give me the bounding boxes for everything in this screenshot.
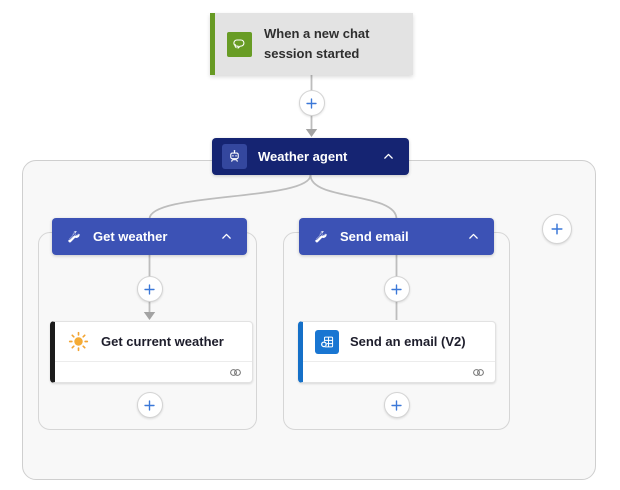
plus-icon	[391, 399, 402, 411]
card-divider	[303, 361, 495, 362]
sun-icon	[67, 330, 90, 353]
tool-node-send-email[interactable]: Send email	[299, 218, 494, 255]
tool-node-get-weather[interactable]: Get weather	[52, 218, 247, 255]
wrench-icon	[66, 229, 82, 245]
chat-icon	[227, 31, 252, 57]
robot-icon	[222, 144, 247, 169]
insert-action-button-get-weather[interactable]	[136, 276, 163, 302]
outlook-icon	[315, 329, 339, 354]
chevron-up-icon[interactable]	[377, 146, 399, 168]
add-action-button-get-weather[interactable]	[136, 392, 163, 418]
action-card-get-current-weather[interactable]: Get current weather	[50, 321, 253, 383]
action-card-main: Send an email (V2)	[303, 322, 495, 361]
linked-circles-icon[interactable]	[228, 365, 243, 380]
action-card-footer	[55, 362, 252, 382]
action-card-main: Get current weather	[55, 322, 252, 361]
chevron-up-icon[interactable]	[215, 226, 237, 248]
plus-icon	[306, 97, 317, 109]
action-card-footer	[303, 362, 495, 382]
wrench-icon	[313, 229, 329, 245]
plus-icon	[144, 399, 155, 411]
action-title: Get current weather	[101, 334, 224, 349]
action-card-send-an-email[interactable]: Send an email (V2)	[298, 321, 496, 383]
agent-title: Weather agent	[258, 149, 348, 164]
plus-icon	[391, 283, 402, 295]
insert-step-button[interactable]	[298, 90, 325, 116]
agent-node[interactable]: Weather agent	[212, 138, 409, 175]
chevron-up-icon[interactable]	[462, 226, 484, 248]
card-divider	[55, 361, 252, 362]
trigger-node[interactable]: When a new chat session started	[210, 13, 413, 75]
add-tool-button[interactable]	[542, 214, 572, 244]
tool-title: Send email	[340, 229, 409, 244]
add-action-button-send-email[interactable]	[383, 392, 410, 418]
action-title: Send an email (V2)	[350, 334, 466, 349]
plus-icon	[144, 283, 155, 295]
linked-circles-icon[interactable]	[471, 365, 486, 380]
trigger-title: When a new chat session started	[264, 26, 370, 61]
plus-icon	[551, 223, 563, 235]
tool-title: Get weather	[93, 229, 168, 244]
insert-action-button-send-email[interactable]	[383, 276, 410, 302]
